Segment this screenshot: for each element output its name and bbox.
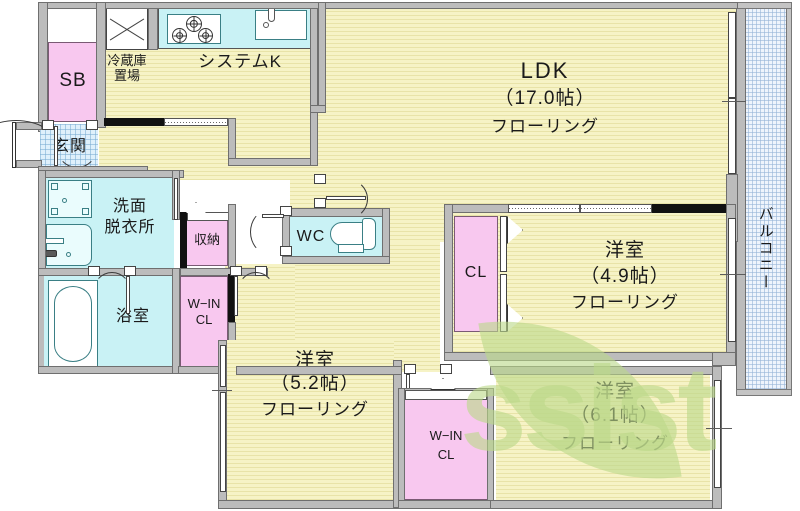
walkin-cl-1-jamb-top [230, 266, 242, 276]
storage-left-dark-wall [180, 212, 187, 268]
wc-door-jamb-bottom [280, 246, 292, 256]
walkin-cl-1-door-arc [236, 272, 276, 318]
bedroom-61-right-window [714, 380, 721, 488]
walkin-cl-2-area [404, 396, 488, 500]
cl-closet-area [454, 216, 498, 332]
ldk-inner-wall-vert3 [318, 2, 326, 112]
sink-drain [263, 22, 269, 28]
balcony-rail-bottom [736, 389, 792, 396]
bedroom-61-floor [496, 374, 710, 506]
bedroom-49-top-window-2 [580, 204, 652, 213]
wm-drain [62, 198, 67, 203]
ldk-left-threshold [104, 118, 164, 126]
shoebox-area [48, 42, 98, 122]
bedroom-52-floor [226, 340, 394, 506]
shoebox-right-wall [96, 2, 106, 128]
bedroom-61-top-wall [490, 366, 722, 375]
bedroom-52-window-marker [212, 390, 232, 391]
walkin-cl-2-door [405, 390, 487, 400]
bath-bottom-wall [38, 366, 184, 374]
hall-door-jamb-left [314, 174, 326, 184]
wc-door-jamb-top [280, 206, 292, 216]
entrance-inner-door-arc [56, 124, 98, 168]
storage-fold-indicator [186, 202, 206, 213]
wm-corner-bl [51, 208, 58, 215]
cl-closet-door-lower [500, 274, 507, 332]
fridge-space-box [106, 8, 148, 50]
balcony-area [744, 8, 788, 390]
burner-top [186, 16, 202, 32]
bedroom-52-bottom-wall [218, 500, 402, 509]
cl-closet-door-upper [500, 216, 507, 272]
balcony-rail-top [736, 2, 792, 9]
top-exterior-wall [38, 2, 738, 9]
bath-door-jamb-left [88, 266, 100, 276]
vanity-faucet [44, 238, 64, 244]
wc-door-arc [250, 210, 286, 254]
walkin-cl-1-right-dark-wall [228, 274, 235, 324]
right-lower-connector-wall [712, 352, 736, 366]
bedroom-49-top-dark-band [652, 204, 726, 213]
stove [167, 14, 221, 44]
kitchen-partition-wall [148, 2, 158, 50]
walkin-cl-1-area [180, 276, 228, 370]
ldk-inner-wall-horz [228, 158, 318, 166]
bedroom-49-bottom-wall [444, 352, 736, 361]
entrance-door-swing-arc2 [0, 120, 56, 168]
washroom-top-wall [38, 170, 184, 178]
bedroom-49-top-window-1 [508, 204, 580, 213]
bath-door-swing-arc [92, 272, 132, 316]
storage-right-wall [228, 204, 236, 268]
vanity-drain [66, 252, 71, 257]
bedroom-61-window-marker [706, 428, 732, 429]
wm-corner-br [82, 208, 89, 215]
ldk-wall-stub [310, 105, 326, 113]
bath-door-jamb-right [124, 266, 136, 276]
walkin-cl-2-right-wall [487, 388, 494, 508]
bedroom-49-left-wall [444, 204, 453, 360]
bath-right-wall [172, 268, 180, 374]
wm-corner-tl [51, 183, 58, 190]
bedroom-52-door-jamb-right [440, 364, 452, 374]
burner-right [198, 28, 213, 43]
bedroom-61-bottom-wall [490, 500, 722, 509]
bedroom-52-top-right-wall [236, 366, 402, 375]
ldk-balcony-window-lower [728, 98, 736, 174]
storage-area [186, 214, 228, 266]
ldk-inner-wall-vert2 [310, 8, 318, 166]
bedroom-52-door-jamb-left [404, 364, 416, 374]
storage-door [187, 212, 229, 221]
entrance-sill-left [42, 120, 54, 130]
balcony-rail-right [786, 2, 792, 396]
left-top-wall [38, 2, 48, 132]
walkin-cl-1-top-wall [180, 268, 268, 276]
washing-machine-pan [48, 180, 92, 218]
entrance-sill-right [86, 120, 98, 130]
kitchen-sink [255, 10, 307, 40]
walkin-cl-2-bottom-wall [398, 500, 494, 509]
vanity-basin [46, 224, 92, 266]
wm-corner-tr [82, 183, 89, 190]
washroom-entry-door [174, 178, 178, 220]
bedroom-49-window-marker [720, 274, 746, 275]
ldk-balcony-window-upper [728, 12, 736, 98]
ldk-window-marker [722, 101, 746, 102]
bedroom-52-left-window-1 [220, 345, 226, 387]
toilet-tank [362, 218, 376, 250]
bathtub-inner [54, 286, 92, 362]
ldk-left-sliding-door [164, 118, 228, 126]
wc-bottom-wall [282, 256, 390, 264]
vanity-handle [45, 250, 57, 257]
hall-door-arc [322, 178, 368, 220]
toilet-bowl [330, 222, 368, 246]
walkin-cl-2-left-wall [398, 388, 405, 508]
toilet-base [338, 244, 364, 253]
bedroom-52-left-window-2 [220, 392, 226, 492]
burner-left [172, 28, 187, 43]
bedroom-49-balcony-window [728, 218, 736, 342]
